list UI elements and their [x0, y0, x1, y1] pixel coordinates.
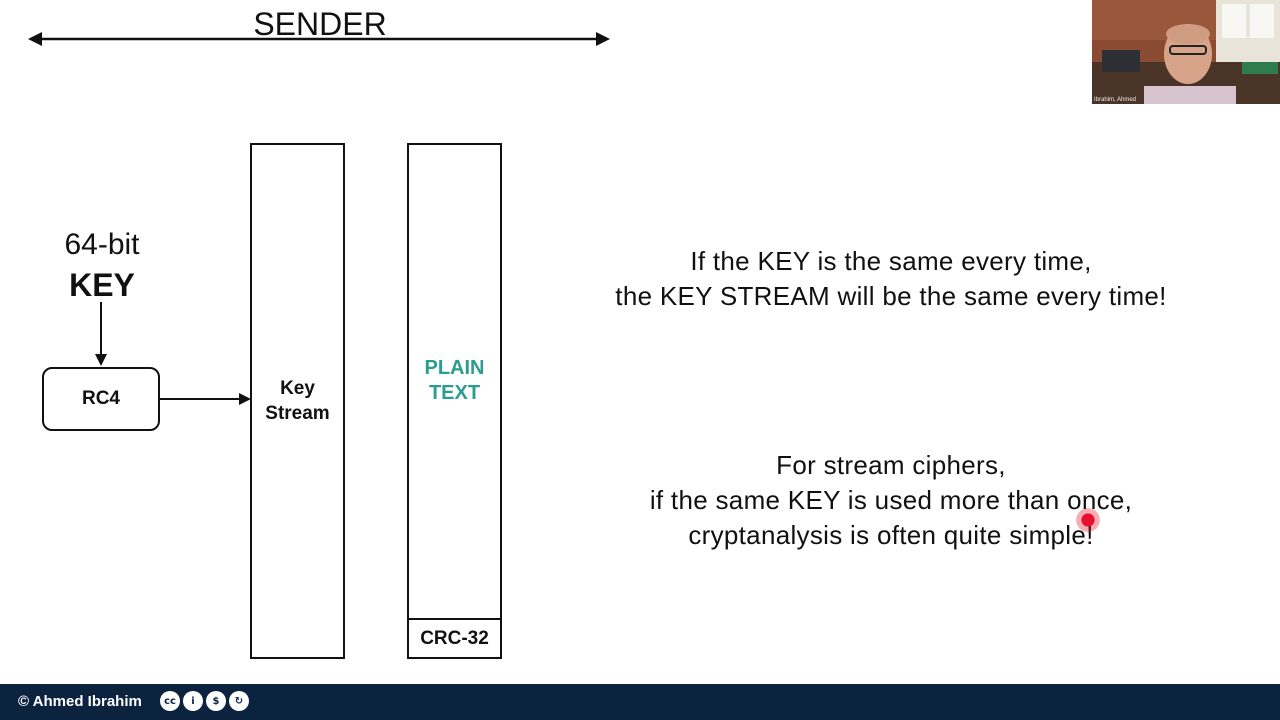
note-stream-ciphers-line3: cryptanalysis is often quite simple!: [688, 520, 1094, 550]
note-key-reuse: If the KEY is the same every time, the K…: [560, 244, 1222, 314]
plaintext-label-line1: PLAIN: [424, 357, 485, 379]
note-stream-ciphers-line1: For stream ciphers,: [776, 450, 1006, 480]
sa-icon: ↻: [229, 691, 249, 711]
keystream-box: [250, 143, 345, 659]
by-icon: i: [183, 691, 203, 711]
copyright-text: © Ahmed Ibrahim: [18, 693, 142, 710]
webcam-caption: Ibrahim, Ahmed: [1094, 97, 1137, 103]
license-icons: cc i $ ↻: [160, 691, 249, 713]
key-bits-label: 64-bit: [64, 228, 140, 261]
rc4-box: RC4: [42, 367, 160, 431]
keystream-label: Key Stream: [250, 376, 345, 426]
rc4-to-keystream-arrow: [160, 393, 251, 405]
sender-double-arrow: [28, 32, 610, 46]
presenter-video-icon: [1092, 0, 1280, 104]
note-stream-ciphers: For stream ciphers, if the same KEY is u…: [560, 448, 1222, 553]
key-to-rc4-arrow: [95, 302, 107, 366]
laser-pointer-dot: [1076, 508, 1100, 532]
webcam-thumbnail: [1092, 0, 1280, 104]
keystream-label-line2: Stream: [265, 403, 330, 424]
note-stream-ciphers-line2: if the same KEY is used more than once,: [649, 485, 1133, 515]
key-label: KEY: [69, 267, 135, 303]
nc-icon: $: [206, 691, 226, 711]
note-key-reuse-line2: the KEY STREAM will be the same every ti…: [615, 281, 1167, 311]
cc-icon: cc: [160, 691, 180, 711]
note-key-reuse-line1: If the KEY is the same every time,: [690, 246, 1092, 276]
plaintext-label-line2: TEXT: [428, 382, 481, 404]
keystream-label-line1: Key: [280, 378, 315, 399]
sender-label: SENDER: [253, 6, 387, 42]
plaintext-label: PLAIN TEXT: [407, 356, 502, 406]
crc32-box: CRC-32: [407, 618, 502, 659]
